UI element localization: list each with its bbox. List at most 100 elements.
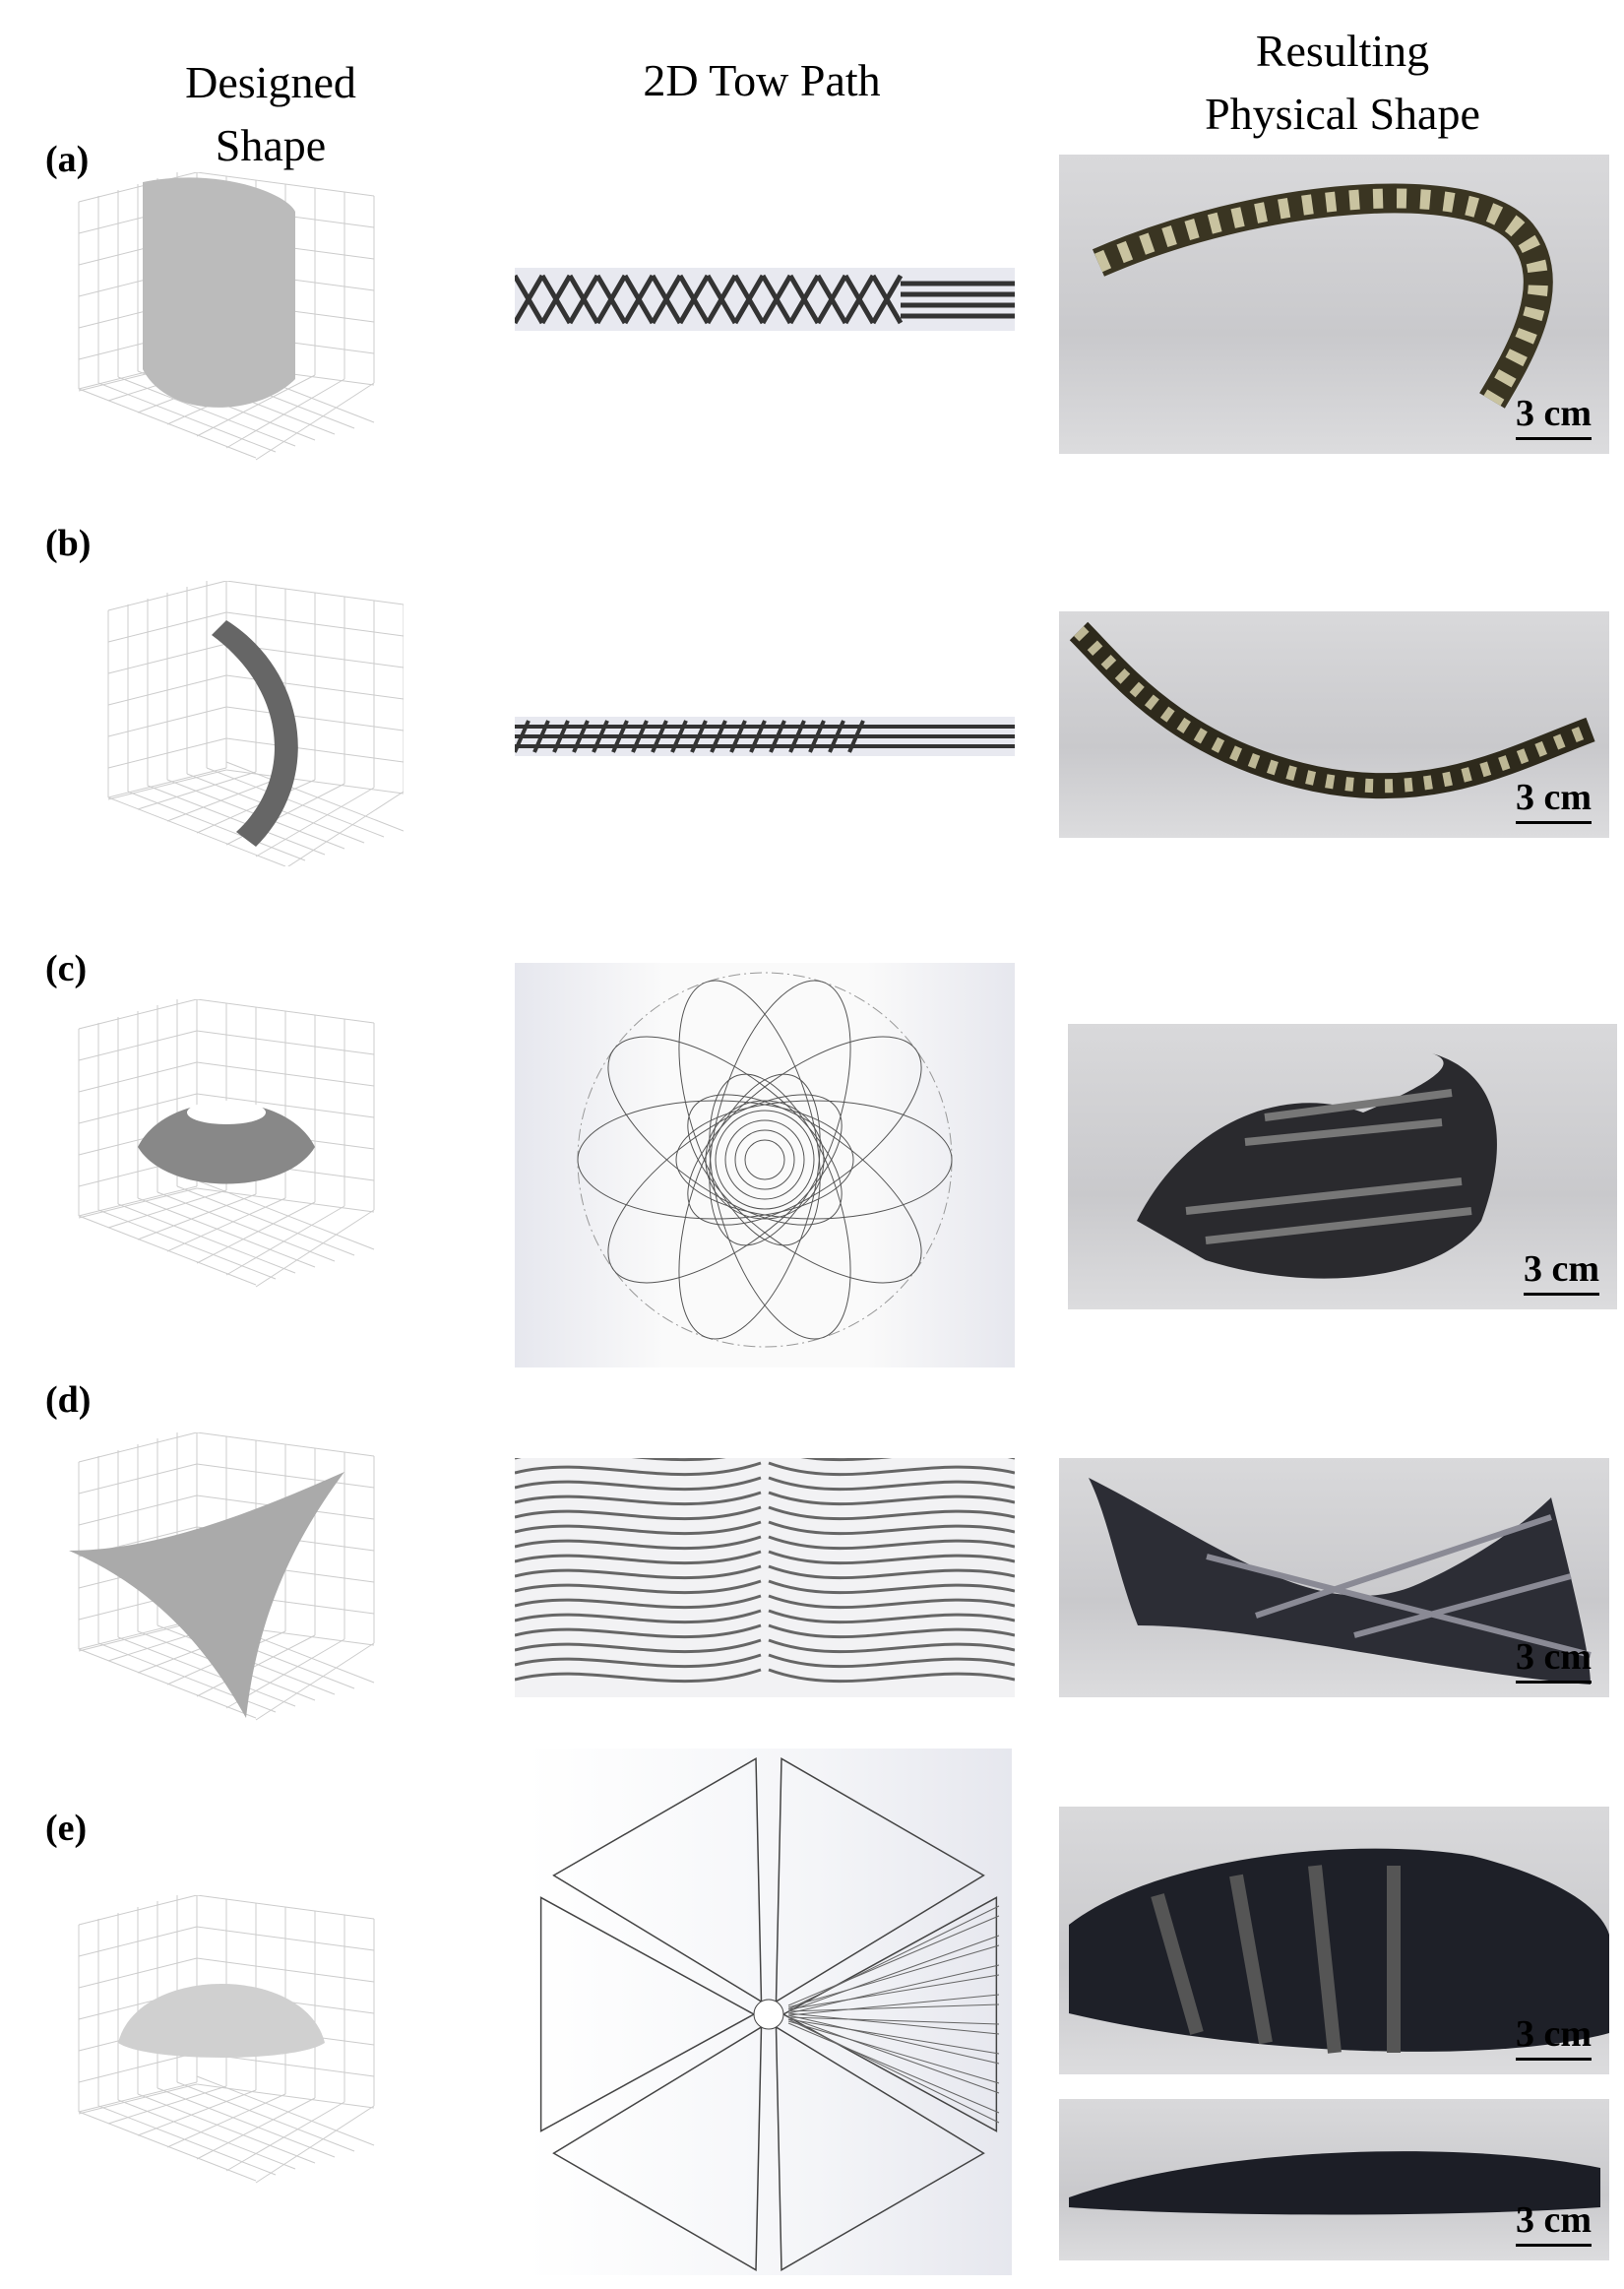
grid-line	[196, 1634, 316, 1697]
designed-shape-saddle	[69, 1432, 375, 1721]
tow	[787, 1944, 1000, 2008]
cone-hole	[187, 1101, 266, 1124]
tow	[515, 1579, 762, 1595]
row-label-b: (b)	[45, 523, 92, 564]
tow	[705, 274, 738, 325]
tow	[567, 274, 600, 325]
tow	[539, 274, 573, 325]
grid-line	[78, 2083, 198, 2115]
photo-e-top: 3 cm	[1059, 1807, 1609, 2074]
grid-line	[107, 737, 227, 769]
tow	[768, 1564, 1015, 1580]
tow	[768, 1579, 1015, 1595]
tow	[594, 274, 628, 325]
tow-path-a	[515, 268, 1015, 331]
grid-line	[137, 771, 257, 810]
tow	[768, 1623, 1015, 1639]
grid-line	[225, 737, 404, 763]
grid-line	[166, 1197, 286, 1252]
header-line: Resulting	[1255, 26, 1430, 76]
grid-line	[225, 761, 404, 832]
tow	[870, 274, 904, 325]
cylinder-surface	[143, 177, 295, 408]
scale-label: 3 cm	[1515, 2199, 1592, 2241]
tow	[678, 980, 821, 1246]
tow	[787, 2014, 1000, 2065]
grid-line	[255, 787, 375, 858]
tow	[768, 1609, 1015, 1624]
tow	[768, 1505, 1015, 1521]
grid-line	[196, 2075, 375, 2146]
tow	[787, 2018, 1000, 2055]
grid-line	[255, 382, 375, 461]
grid-line	[147, 785, 326, 856]
scale-bar: 3 cm	[1515, 2012, 1592, 2061]
grid-line	[137, 1197, 316, 1268]
petal	[552, 2025, 763, 2271]
photo-c: 3 cm	[1068, 1024, 1617, 1309]
tow	[515, 274, 545, 325]
scale-label: 3 cm	[1515, 1636, 1592, 1678]
tow-path-c	[515, 963, 1015, 1367]
row-label-e: (e)	[45, 1808, 88, 1849]
grid-line	[107, 1189, 227, 1229]
grid-line	[107, 2085, 227, 2125]
arc-strip	[212, 620, 298, 847]
tow	[650, 274, 683, 325]
petal	[552, 1757, 763, 2003]
scale-bar: 3 cm	[1523, 1247, 1599, 1296]
row-label-a: (a)	[45, 139, 90, 180]
tow	[787, 1994, 1000, 2016]
tow	[677, 274, 711, 325]
tow	[622, 274, 656, 325]
grid-line	[78, 1187, 198, 1219]
scale-bar: 3 cm	[1515, 392, 1592, 440]
tow	[724, 1119, 805, 1200]
photo-a: 3 cm	[1059, 155, 1609, 454]
tow	[787, 2018, 1000, 2124]
tow	[515, 1505, 762, 1521]
tow	[515, 1564, 762, 1580]
grid-line	[176, 1185, 355, 1256]
tow	[515, 1609, 762, 1624]
grid-line	[255, 2105, 375, 2184]
tow	[787, 2016, 1000, 2025]
grid-line	[225, 1205, 345, 1276]
scale-label: 3 cm	[1515, 777, 1592, 818]
grid-line	[196, 2097, 316, 2160]
grid-line	[166, 2093, 286, 2148]
designed-shape-dome	[78, 1895, 375, 2184]
tow	[787, 2012, 1000, 2035]
grid-line	[255, 1209, 375, 1288]
grid-line	[78, 2081, 198, 2113]
tow	[768, 1461, 1015, 1477]
header-tow-path: 2D Tow Path	[643, 55, 881, 105]
grid-line	[107, 769, 227, 800]
designed-shape-arc-strip	[107, 581, 404, 866]
header-line: Designed	[185, 57, 356, 107]
tow	[787, 2016, 1000, 2094]
tow	[787, 2003, 1000, 2012]
tow	[715, 1110, 815, 1210]
grid-line	[107, 767, 227, 798]
grid-line	[78, 1185, 198, 1217]
tow	[768, 1535, 1015, 1551]
scale-bar: 3 cm	[1515, 1635, 1592, 1684]
tow	[787, 1915, 1000, 2006]
photo-b: 3 cm	[1059, 611, 1609, 838]
grid-line	[156, 1191, 336, 1262]
dome-surface	[118, 1984, 325, 2058]
tow	[815, 274, 848, 325]
grid-line	[166, 775, 286, 822]
tow	[515, 1491, 762, 1506]
grid-line	[137, 1193, 257, 1240]
center-hole	[753, 1999, 784, 2030]
saddle-surface	[69, 1472, 344, 1718]
petal	[775, 2025, 985, 2271]
grid-line	[78, 2111, 257, 2182]
tow	[515, 1550, 762, 1565]
tow	[515, 1476, 762, 1492]
boundary-circle	[577, 972, 953, 1348]
tow-path-b	[515, 717, 1015, 756]
header-designed-shape: Designed Shape	[138, 51, 404, 177]
